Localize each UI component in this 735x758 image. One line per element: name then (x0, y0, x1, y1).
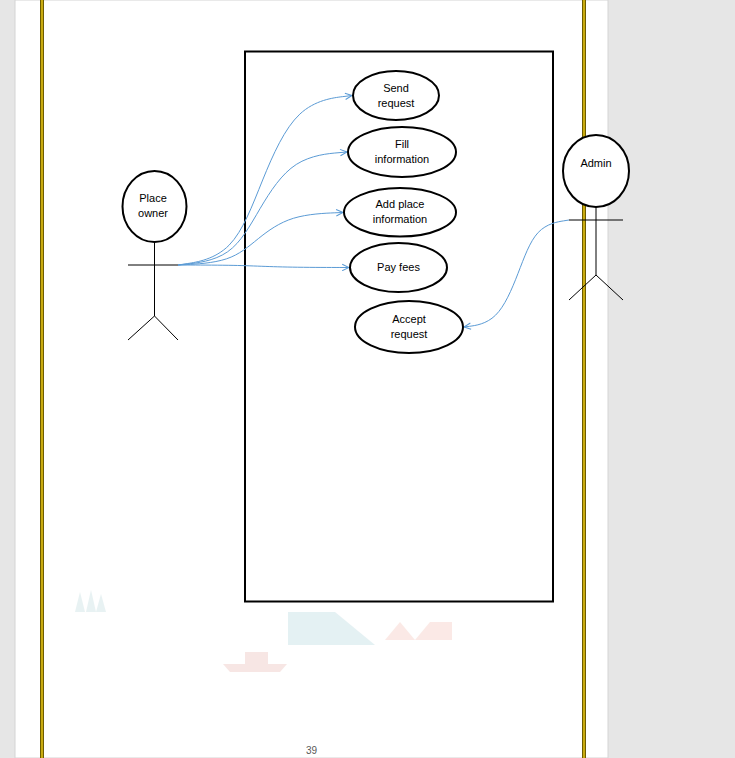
ellipse-outline (354, 300, 464, 354)
use-case-ellipse: Add place information (343, 187, 457, 238)
actor-limb (154, 242, 155, 316)
page-border-right-edge (585, 0, 586, 758)
wave-shape (288, 612, 375, 645)
association-arrow (464, 220, 569, 327)
roof-shape (385, 622, 452, 640)
ellipse-outline (352, 70, 440, 121)
association-arrow (178, 212, 343, 265)
actor-head (123, 171, 187, 242)
tree-shapes (75, 590, 106, 612)
association-arrow (178, 96, 352, 266)
ellipse-shape (350, 243, 447, 292)
use-case-ellipse: Fill information (347, 126, 457, 178)
actor-limb (596, 275, 623, 300)
actor-limb (128, 316, 155, 340)
page-number: 39 (306, 745, 317, 756)
ellipse-shape (353, 71, 439, 120)
use-case-label: Add place information (368, 197, 432, 227)
use-case-label: Pay fees (377, 260, 420, 275)
page-border-left (40, 0, 44, 758)
ellipse-shape (348, 127, 456, 177)
page-sheet (15, 0, 608, 758)
use-case-ellipse: Send request (352, 70, 440, 121)
actor-head (563, 135, 629, 207)
page-border-left-edge (40, 0, 41, 758)
actor: Place owner (128, 171, 178, 341)
ellipse-outline (343, 187, 457, 238)
page-border-right (582, 0, 586, 758)
page-border-left-edge (43, 0, 44, 758)
association-arrow (178, 152, 347, 265)
ellipse-outline (347, 126, 457, 178)
actor-limb (155, 316, 179, 340)
use-case-label: Fill information (372, 137, 432, 167)
actor-limb (596, 207, 597, 275)
actor-limb (569, 220, 623, 221)
actor-limb (128, 265, 178, 266)
actor-name: Admin (580, 156, 611, 171)
actor: Admin (569, 135, 623, 301)
association-arrow (178, 265, 349, 268)
system-boundary (245, 52, 553, 602)
use-case-label: Accept request (385, 312, 433, 342)
ellipse-shape (344, 188, 456, 237)
use-case-label: Send request (371, 81, 421, 111)
use-case-ellipse: Pay fees (349, 242, 448, 293)
ellipse-shape (355, 301, 463, 353)
use-case-ellipse: Accept request (354, 300, 464, 354)
actor-limb (569, 275, 596, 300)
actor-name: Place owner (128, 191, 178, 221)
page-border-right-edge (582, 0, 583, 758)
boat-shape (223, 652, 287, 672)
